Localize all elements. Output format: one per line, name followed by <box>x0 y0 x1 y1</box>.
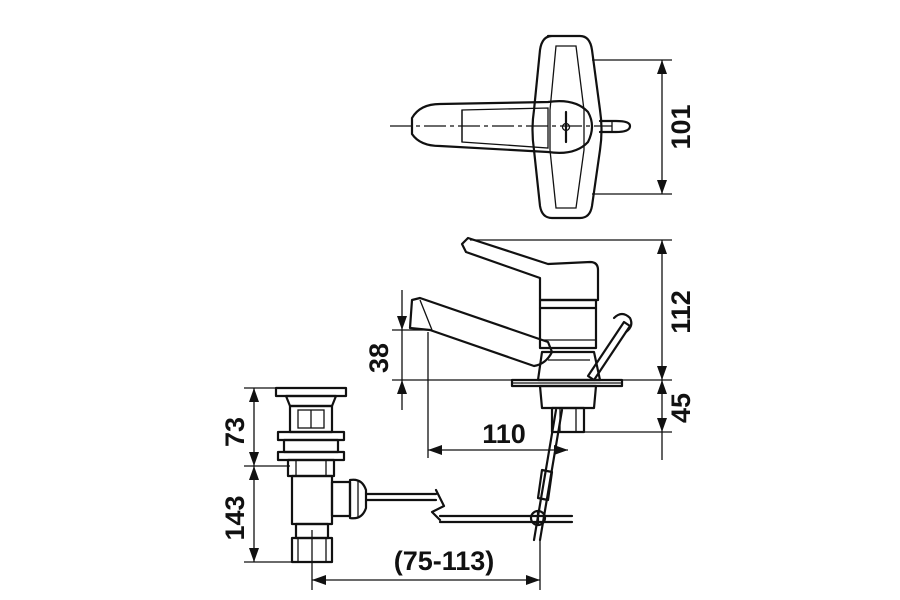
dimension-101: 101 <box>592 59 696 195</box>
dim-label-45: 45 <box>666 393 696 423</box>
dim-label-101: 101 <box>666 104 696 149</box>
dimension-110: 110 <box>427 332 568 458</box>
dimension-112-45: 112 45 <box>470 239 696 460</box>
dimension-38: 38 <box>364 290 512 410</box>
dimension-73-143: 73 143 <box>220 387 296 563</box>
dim-label-75-113: (75-113) <box>394 546 495 576</box>
dim-label-73: 73 <box>220 417 250 447</box>
dim-label-112: 112 <box>666 290 696 334</box>
dim-label-38: 38 <box>364 343 394 373</box>
popup-waste-assembly <box>274 386 574 564</box>
dim-label-143: 143 <box>220 495 250 540</box>
dimension-75-113: (75-113) <box>311 530 541 590</box>
faucet-top-view <box>390 34 632 220</box>
dim-label-110: 110 <box>482 419 526 449</box>
faucet-side-view <box>408 236 633 434</box>
